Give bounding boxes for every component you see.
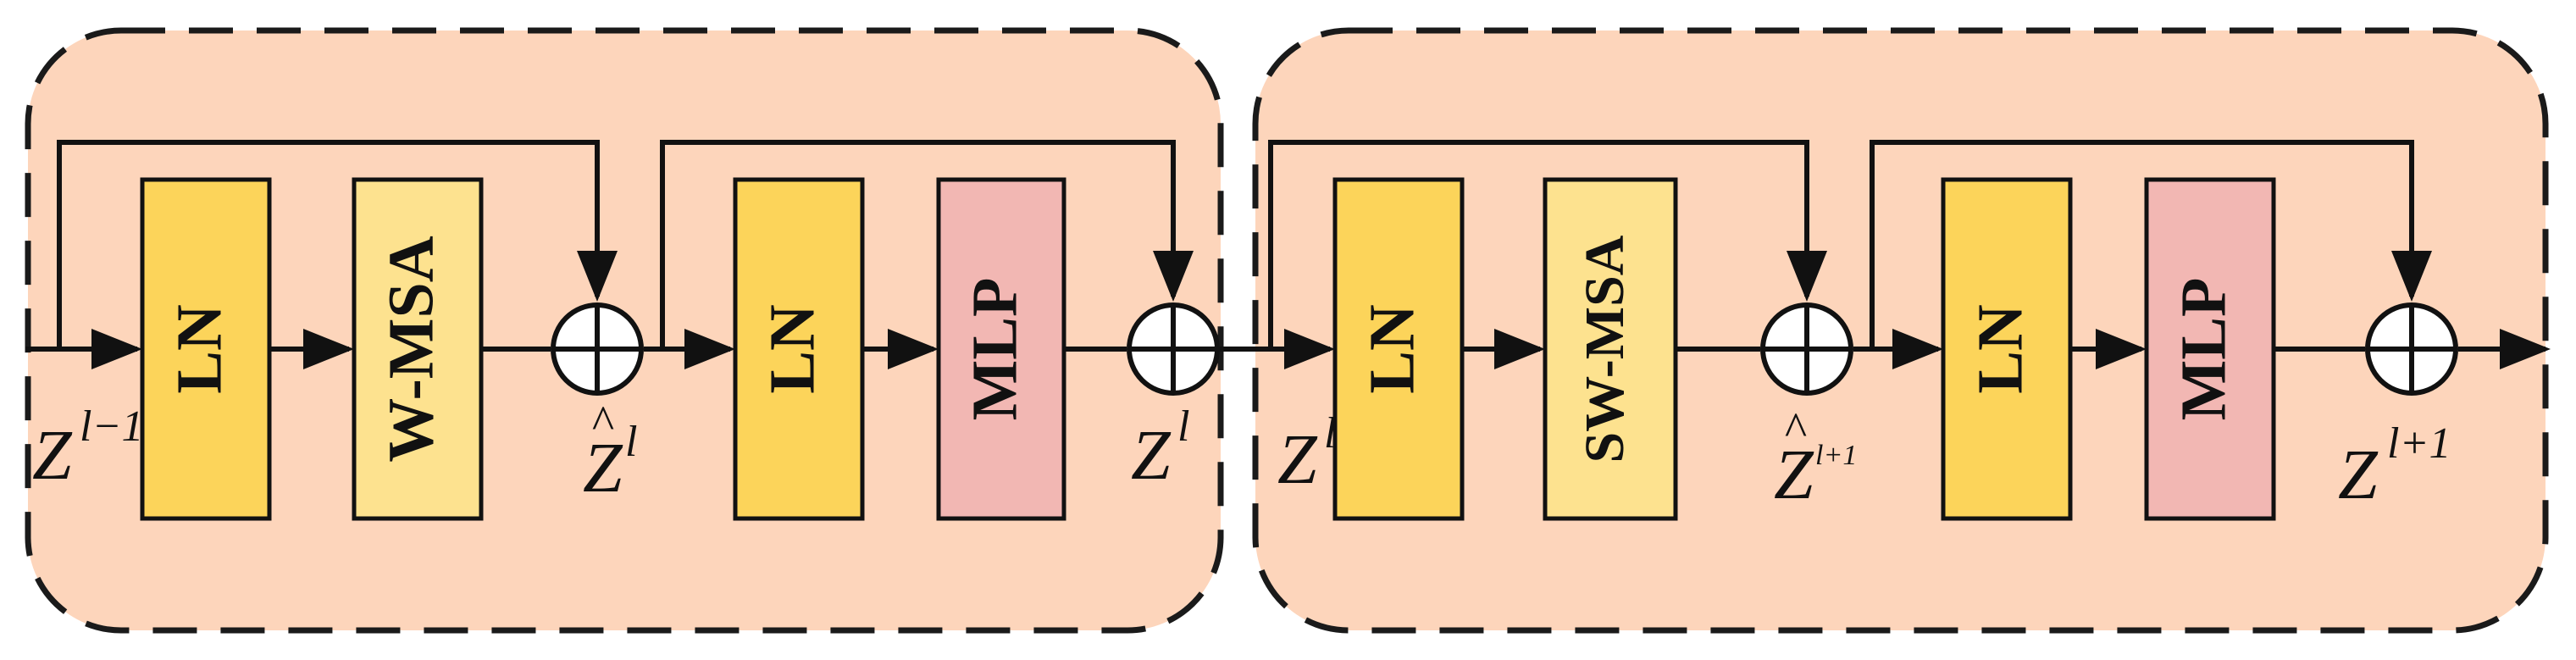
right-ln1-label: LN	[1356, 304, 1427, 394]
right-sw-msa-label: SW-MSA	[1574, 235, 1636, 463]
right-mlp-block: MLP	[2144, 177, 2276, 521]
left-ln2-label: LN	[756, 304, 828, 394]
label-z-next: Z l+1	[2338, 419, 2451, 514]
label-z-hat-l: ^ Z l	[583, 397, 637, 507]
label-z-hat-next: ^ Z l+1	[1774, 403, 1857, 514]
svg-text:Z: Z	[2338, 435, 2379, 514]
svg-text:^: ^	[1785, 403, 1807, 456]
svg-text:Z: Z	[1774, 435, 1814, 514]
right-ln2-label: LN	[1964, 304, 2036, 394]
right-sw-msa-block: SW-MSA	[1543, 177, 1678, 521]
svg-text:Z: Z	[583, 429, 623, 507]
svg-text:l: l	[1324, 409, 1336, 458]
label-z-prev: Z l−1	[32, 402, 144, 495]
left-ln1-block: LN	[140, 177, 272, 521]
svg-text:l−1: l−1	[80, 402, 144, 451]
left-mlp-block: MLP	[936, 177, 1066, 521]
right-mlp-label: MLP	[2168, 278, 2239, 421]
left-w-msa-block: W-MSA	[352, 177, 484, 521]
svg-text:l+1: l+1	[2387, 419, 2451, 468]
svg-text:l: l	[1177, 402, 1189, 451]
svg-text:l: l	[625, 418, 637, 466]
left-w-msa-label: W-MSA	[375, 236, 446, 462]
right-ln2-block: LN	[1941, 177, 2073, 521]
left-adder-2	[1127, 302, 1220, 396]
left-ln1-label: LN	[163, 304, 235, 394]
right-adder-1	[1760, 302, 1853, 396]
right-ln1-block: LN	[1332, 177, 1465, 521]
svg-text:Z: Z	[1277, 420, 1318, 499]
left-mlp-label: MLP	[959, 278, 1030, 421]
right-adder-2	[2365, 302, 2458, 396]
svg-text:Z: Z	[1131, 416, 1172, 495]
left-adder-1	[551, 302, 644, 396]
left-ln2-block: LN	[733, 177, 865, 521]
svg-text:l+1: l+1	[1815, 440, 1857, 471]
label-z-l-left: Z l	[1131, 402, 1189, 495]
label-z-l-right: Z l	[1277, 409, 1336, 499]
svg-text:Z: Z	[32, 416, 73, 495]
residual-connections	[57, 140, 2432, 349]
svg-text:^: ^	[592, 397, 614, 449]
